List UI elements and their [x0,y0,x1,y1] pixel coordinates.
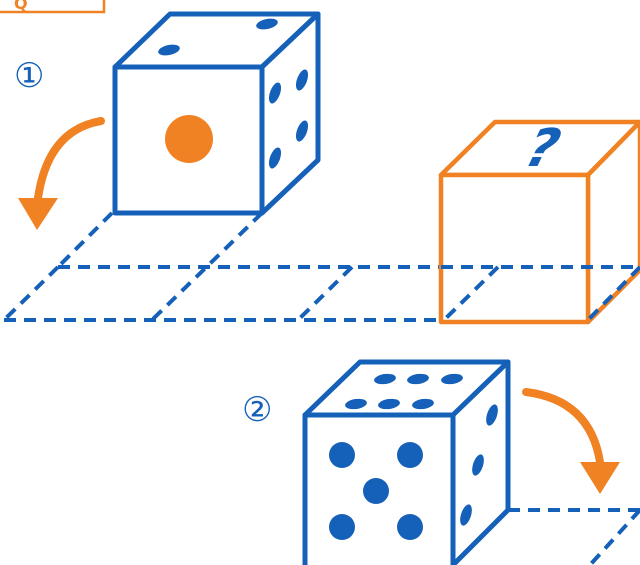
floor-grid-two [508,510,640,565]
marker-one: ① [14,56,44,96]
die-two-front-pip [397,514,423,540]
die-two-front-pip [329,442,355,468]
die-two [305,362,508,565]
die-one [115,14,318,213]
grid-diagonal-4 [298,267,352,320]
marker-two: ② [242,390,272,430]
roll-arrow-two [526,392,620,494]
die-two-front-pip [397,442,423,468]
roll-arrow-one [18,121,101,230]
die-one-front-pip [165,115,213,163]
grid-diagonal-2 [58,213,112,267]
die-two-front-pip [329,514,355,540]
arrow-two-head [580,462,620,494]
arrow-one-head [18,198,58,230]
mystery-die: ? [441,118,640,322]
corner-label-text: Q [14,0,28,13]
die-two-front-pip [363,478,389,504]
corner-label: Q [0,0,104,13]
grid-diagonal-1 [4,267,58,320]
